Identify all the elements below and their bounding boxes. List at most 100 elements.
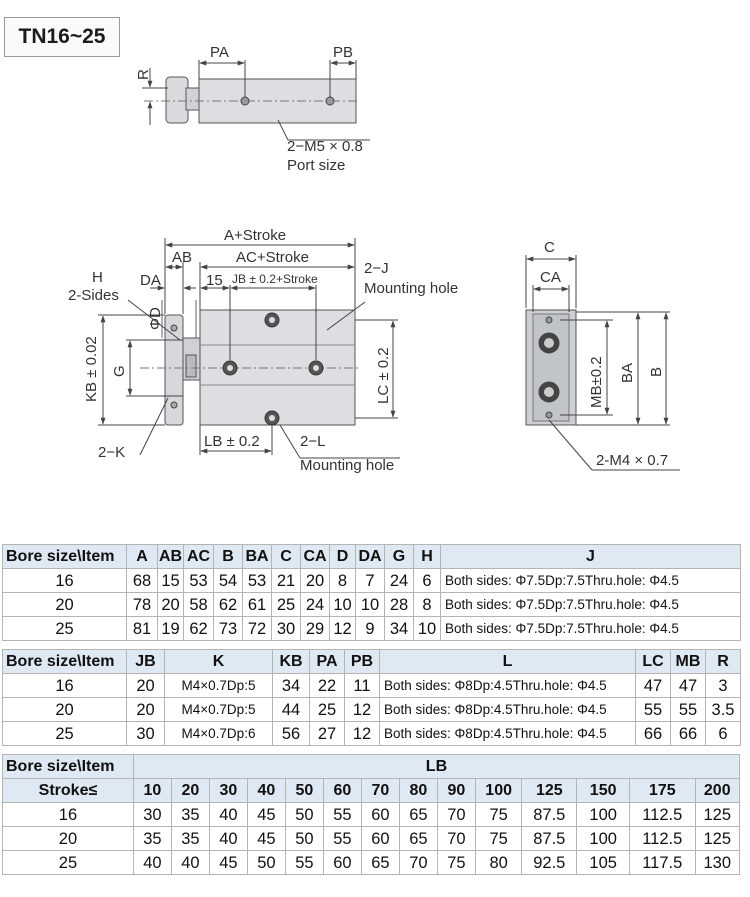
- table-cell: 55: [322, 802, 362, 827]
- table-row: 16 30 35 40 45 50 55 60 65 70 75 87.5 10…: [2, 802, 740, 827]
- table-cell: 12: [344, 697, 380, 722]
- table2-header: JB: [126, 649, 165, 674]
- side-view: [98, 238, 400, 459]
- table3-lb-header: LB: [132, 754, 741, 779]
- table-cell: 9: [355, 616, 385, 641]
- table-cell: M4×0.7Dp:5: [164, 697, 273, 722]
- table-cell: Both sides: Φ7.5Dp:7.5Thru.hole: Φ4.5: [440, 616, 741, 641]
- table-cell: 87.5: [521, 826, 578, 851]
- table-cell: 16: [2, 568, 127, 593]
- table-cell: 40: [208, 826, 248, 851]
- label-2-k: 2−K: [98, 444, 125, 461]
- label-a-stroke: A+Stroke: [224, 227, 286, 244]
- table-cell: 40: [170, 850, 210, 875]
- end-view: [525, 255, 680, 471]
- label-15: 15: [206, 272, 223, 289]
- label-2-l: 2−L: [300, 433, 325, 450]
- table-cell: 65: [360, 850, 400, 875]
- label-phi-d: ΦD: [147, 307, 164, 330]
- table2-header: MB: [670, 649, 706, 674]
- table-cell: 30: [132, 802, 172, 827]
- table3-item-header: Bore size\Item: [2, 754, 134, 779]
- table-cell: 75: [474, 802, 523, 827]
- table-cell: 40: [208, 802, 248, 827]
- table-cell: 20: [2, 697, 127, 722]
- table-cell: 24: [384, 568, 414, 593]
- table2-header: PB: [344, 649, 380, 674]
- table-cell: 62: [183, 616, 214, 641]
- label-jb: JB ± 0.2+Stroke: [232, 272, 318, 286]
- label-2-j: 2−J: [364, 260, 389, 277]
- label-ac-stroke: AC+Stroke: [236, 249, 309, 266]
- label-2-m4: 2-M4 × 0.7: [596, 452, 668, 469]
- table-cell: 125: [694, 802, 740, 827]
- table-cell: 50: [284, 802, 324, 827]
- table-cell: 117.5: [629, 850, 696, 875]
- table-cell: 112.5: [629, 826, 696, 851]
- table-cell: 73: [213, 616, 243, 641]
- table-cell: 87.5: [521, 802, 578, 827]
- table1-header: BA: [242, 544, 272, 569]
- table-cell: M4×0.7Dp:5: [164, 673, 273, 698]
- table-cell: 20: [2, 592, 127, 617]
- table1-header: J: [440, 544, 741, 569]
- table1-header-row: Bore size\Item A AB AC B BA C CA D DA G …: [2, 544, 741, 569]
- label-ba: BA: [619, 363, 636, 383]
- table-cell: 20: [157, 592, 184, 617]
- label-ca: CA: [540, 269, 561, 286]
- table-row: 16 20 M4×0.7Dp:5 34 22 11 Both sides: Φ8…: [2, 673, 741, 698]
- table-cell: 55: [284, 850, 324, 875]
- table-cell: 60: [360, 802, 400, 827]
- table1-header: G: [384, 544, 414, 569]
- table-cell: 61: [242, 592, 272, 617]
- table-cell: 12: [344, 721, 380, 746]
- top-view: [142, 60, 370, 141]
- table2-header: R: [705, 649, 741, 674]
- table-cell: 35: [132, 826, 172, 851]
- table-cell: 8: [413, 592, 441, 617]
- table-cell: 25: [271, 592, 301, 617]
- label-kb: KB ± 0.02: [83, 336, 100, 402]
- technical-drawing: PA PB R 2−M5 × 0.8 Port size A+Stroke AB…: [68, 44, 680, 474]
- label-mb: MB±0.2: [588, 356, 605, 408]
- table-cell: Both sides: Φ8Dp:4.5Thru.hole: Φ4.5: [379, 697, 636, 722]
- label-lc: LC ± 0.2: [375, 347, 392, 404]
- table-cell: 70: [436, 802, 476, 827]
- model-title: TN16~25: [18, 25, 106, 48]
- table1-header: C: [271, 544, 301, 569]
- table-cell: 75: [474, 826, 523, 851]
- table1-header: AB: [157, 544, 184, 569]
- table1-header: Bore size\Item: [2, 544, 127, 569]
- label-da: DA: [140, 272, 161, 289]
- stroke-value: 40: [246, 778, 286, 803]
- table1-header: CA: [300, 544, 330, 569]
- table-cell: 16: [2, 802, 134, 827]
- table-cell: 58: [183, 592, 214, 617]
- table1-header: A: [126, 544, 158, 569]
- table2-header: K: [164, 649, 273, 674]
- table2-header-row: Bore size\Item JB K KB PA PB L LC MB R: [2, 649, 741, 674]
- table-cell: 15: [157, 568, 184, 593]
- label-port-thread: 2−M5 × 0.8: [287, 138, 363, 155]
- label-2-sides: 2-Sides: [68, 287, 119, 304]
- stroke-value: 150: [576, 778, 631, 803]
- stroke-value: 125: [521, 778, 578, 803]
- table-cell: 53: [242, 568, 272, 593]
- table-cell: Both sides: Φ7.5Dp:7.5Thru.hole: Φ4.5: [440, 568, 741, 593]
- table2-header: L: [379, 649, 636, 674]
- table-cell: 3: [705, 673, 741, 698]
- table-cell: 68: [126, 568, 158, 593]
- table-cell: 40: [132, 850, 172, 875]
- table-cell: 30: [126, 721, 165, 746]
- label-c: C: [544, 239, 555, 256]
- table-cell: 56: [272, 721, 310, 746]
- table-cell: 19: [157, 616, 184, 641]
- table-row: 20 35 35 40 45 50 55 60 65 70 75 87.5 10…: [2, 826, 740, 851]
- table2-header: Bore size\Item: [2, 649, 127, 674]
- table-cell: 62: [213, 592, 243, 617]
- table-cell: 78: [126, 592, 158, 617]
- table-cell: 50: [284, 826, 324, 851]
- table-cell: 7: [355, 568, 385, 593]
- table-cell: 10: [413, 616, 441, 641]
- table-cell: 10: [329, 592, 356, 617]
